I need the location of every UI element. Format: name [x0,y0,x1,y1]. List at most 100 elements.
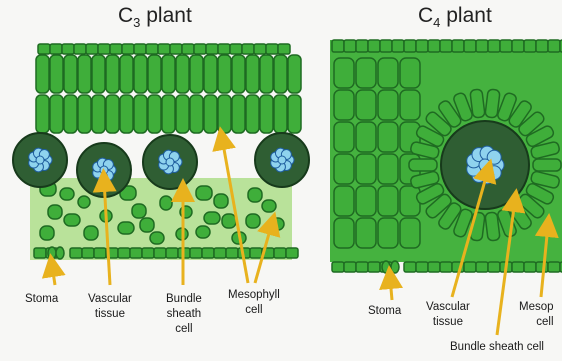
palisade-cell [204,95,217,133]
mesophyll-cell [378,122,398,152]
epidermis-cell [464,262,476,272]
spongy-cell [246,214,260,228]
palisade-cell [78,55,91,93]
stoma-guard-cell [56,247,64,259]
palisade-cell [106,55,119,93]
mesophyll-cell [356,90,376,120]
spongy-cell [118,222,134,234]
palisade-cell [274,55,287,93]
spongy-cell [140,218,154,232]
palisade-cell [50,55,63,93]
epidermis-cell [332,262,344,272]
epidermis-cell [134,44,146,54]
vascular-cell [166,158,174,166]
epidermis-cell [226,248,238,258]
palisade-cell [232,95,245,133]
spongy-cell [204,212,220,224]
epidermis-cell [82,248,94,258]
epidermis-cell [368,40,380,52]
palisade-cell [92,55,105,93]
mesophyll-cell [378,58,398,88]
palisade-cell [134,95,147,133]
palisade-cell [92,95,105,133]
epidermis-cell [158,44,170,54]
epidermis-cell [214,248,226,258]
mesophyll-cell [356,58,376,88]
epidermis-cell [416,40,428,52]
epidermis-cell [110,44,122,54]
epidermis-cell [166,248,178,258]
label-c3-mesophyll-cell: Mesophyll cell [228,288,280,318]
epidermis-cell [440,40,452,52]
epidermis-cell [286,248,298,258]
epidermis-cell [130,248,142,258]
palisade-cell [218,95,231,133]
palisade-cell [120,95,133,133]
mesophyll-cell [356,154,376,184]
epidermis-cell [488,40,500,52]
spongy-cell [60,188,74,200]
epidermis-cell [118,248,130,258]
label-c3-stoma: Stoma [25,292,58,307]
palisade-cell [120,55,133,93]
palisade-cell [78,95,91,133]
epidermis-cell [86,44,98,54]
epidermis-cell [344,262,356,272]
palisade-cell [260,95,273,133]
palisade-cell [162,95,175,133]
epidermis-cell [404,40,416,52]
mesophyll-cell [485,212,500,241]
mesophyll-cell [378,186,398,216]
c3-palisade-cells [36,55,301,133]
epidermis-cell [242,44,254,54]
epidermis-cell [142,248,154,258]
vascular-bundle [13,133,67,187]
epidermis-cell [266,44,278,54]
mesophyll-cell [334,218,354,248]
label-c3-bundle-sheath-cell: Bundle sheath cell [166,292,202,337]
vascular-bundle [143,135,197,189]
palisade-cell [134,55,147,93]
spongy-cell [64,214,80,226]
epidermis-cell [146,44,158,54]
epidermis-cell [512,262,524,272]
label-c3-vascular-tissue: Vascular tissue [88,292,132,322]
c4-upper-epidermis [332,40,562,52]
vascular-cell [278,156,286,164]
epidermis-cell [202,248,214,258]
epidermis-cell [476,40,488,52]
epidermis-cell [464,40,476,52]
mesophyll-cell [400,90,420,120]
palisade-cell [274,95,287,133]
spongy-cell [40,226,54,240]
epidermis-cell [416,262,428,272]
epidermis-cell [512,40,524,52]
c3-lower-epidermis [34,247,298,259]
epidermis-cell [278,44,290,54]
c4-leaf-section [330,40,562,273]
epidermis-cell [254,44,266,54]
mesophyll-cell [400,58,420,88]
spongy-cell [78,196,90,208]
palisade-cell [50,95,63,133]
epidermis-cell [500,40,512,52]
epidermis-cell [404,262,416,272]
epidermis-cell [170,44,182,54]
stoma-guard-cell [391,261,399,273]
mesophyll-cell [378,154,398,184]
epidermis-cell [356,262,368,272]
mesophyll-cell [334,186,354,216]
mesophyll-cell [400,186,420,216]
vascular-cell [36,156,44,164]
mesophyll-cell [334,58,354,88]
epidermis-cell [548,262,560,272]
palisade-cell [106,95,119,133]
palisade-cell [148,95,161,133]
palisade-cell [176,55,189,93]
epidermis-cell [452,40,464,52]
epidermis-cell [392,40,404,52]
spongy-cell [222,214,236,228]
mesophyll-cell [533,159,561,171]
label-c4-stoma: Stoma [368,304,401,319]
spongy-cell [48,205,62,219]
